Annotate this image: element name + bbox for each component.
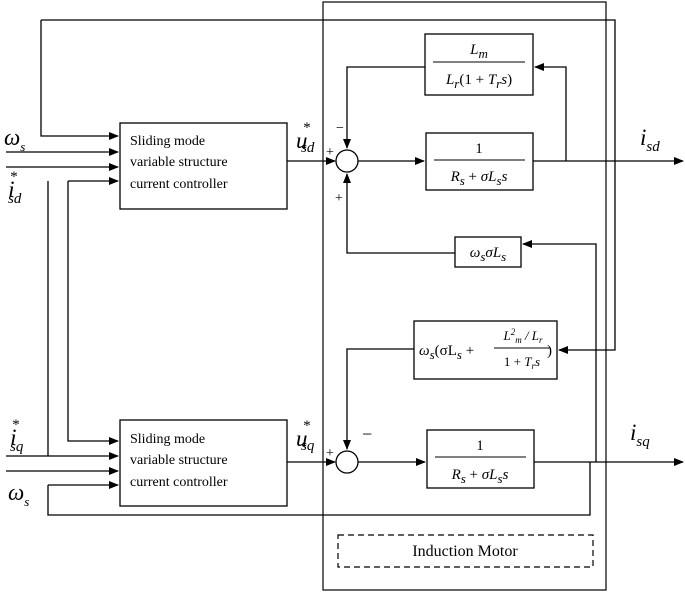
input-omega-s-top: ωs xyxy=(4,125,25,154)
controller-sd-line3: current controller xyxy=(130,177,228,192)
svg-text:Lr(1 + Trs): Lr(1 + Trs) xyxy=(445,72,512,91)
summing-junction-sq xyxy=(335,450,359,474)
svg-text:Lm: Lm xyxy=(469,42,488,61)
plant-sd-block: 1 Rs + σLss xyxy=(425,132,534,191)
sign-sq-left: + xyxy=(326,446,334,461)
lm-feedback-block: Lm Lr(1 + Trs) xyxy=(424,33,534,96)
sliding-mode-controller-sd: Sliding mode variable structure current … xyxy=(119,122,288,210)
induction-motor-label: Induction Motor xyxy=(412,543,518,560)
controller-sq-line1: Sliding mode xyxy=(130,432,205,447)
svg-text:1: 1 xyxy=(476,438,484,454)
svg-text:1 + Trs: 1 + Trs xyxy=(504,354,540,371)
controller-sd-line1: Sliding mode xyxy=(130,134,205,149)
cross-coupling-sd-block: ωsσLs xyxy=(454,236,522,268)
controller-sq-line3: current controller xyxy=(130,475,228,490)
controller-sd-line2: variable structure xyxy=(130,155,228,170)
svg-text:ωs(σLs +: ωs(σLs + xyxy=(419,343,474,362)
svg-text:Rs + σLss: Rs + σLss xyxy=(450,169,508,188)
signal-wires xyxy=(6,19,684,516)
controller-sq-line2: variable structure xyxy=(130,453,228,468)
input-isq-ref: i*sq xyxy=(10,417,24,455)
plant-sq-block: 1 Rs + σLss xyxy=(426,429,535,489)
sign-sd-left: + xyxy=(326,145,334,160)
input-isd-ref: i*sd xyxy=(8,169,22,207)
svg-text:ωsσLs: ωsσLs xyxy=(470,245,506,264)
output-isd: isd xyxy=(640,125,660,155)
svg-text:Rs + σLss: Rs + σLss xyxy=(451,467,509,486)
sign-sd-top: − xyxy=(336,121,344,136)
voltage-usd-ref: u*sd xyxy=(296,120,315,156)
svg-text:): ) xyxy=(547,343,552,359)
sign-sd-bottom: + xyxy=(335,191,343,206)
output-isq: isq xyxy=(630,420,650,450)
sign-sq-right: − xyxy=(362,424,372,444)
input-omega-s-bottom: ωs xyxy=(8,480,29,509)
summing-junction-sd xyxy=(335,149,359,173)
sliding-mode-controller-sq: Sliding mode variable structure current … xyxy=(119,419,288,507)
cross-coupling-sq-block: ωs(σLs + L2m / Lr 1 + Trs ) xyxy=(413,320,558,380)
voltage-usq-ref: u*sq xyxy=(296,418,315,454)
svg-text:L2m / Lr: L2m / Lr xyxy=(502,327,543,345)
svg-text:1: 1 xyxy=(475,141,483,157)
induction-motor-label-box xyxy=(337,534,594,568)
induction-motor-frame xyxy=(322,1,607,591)
